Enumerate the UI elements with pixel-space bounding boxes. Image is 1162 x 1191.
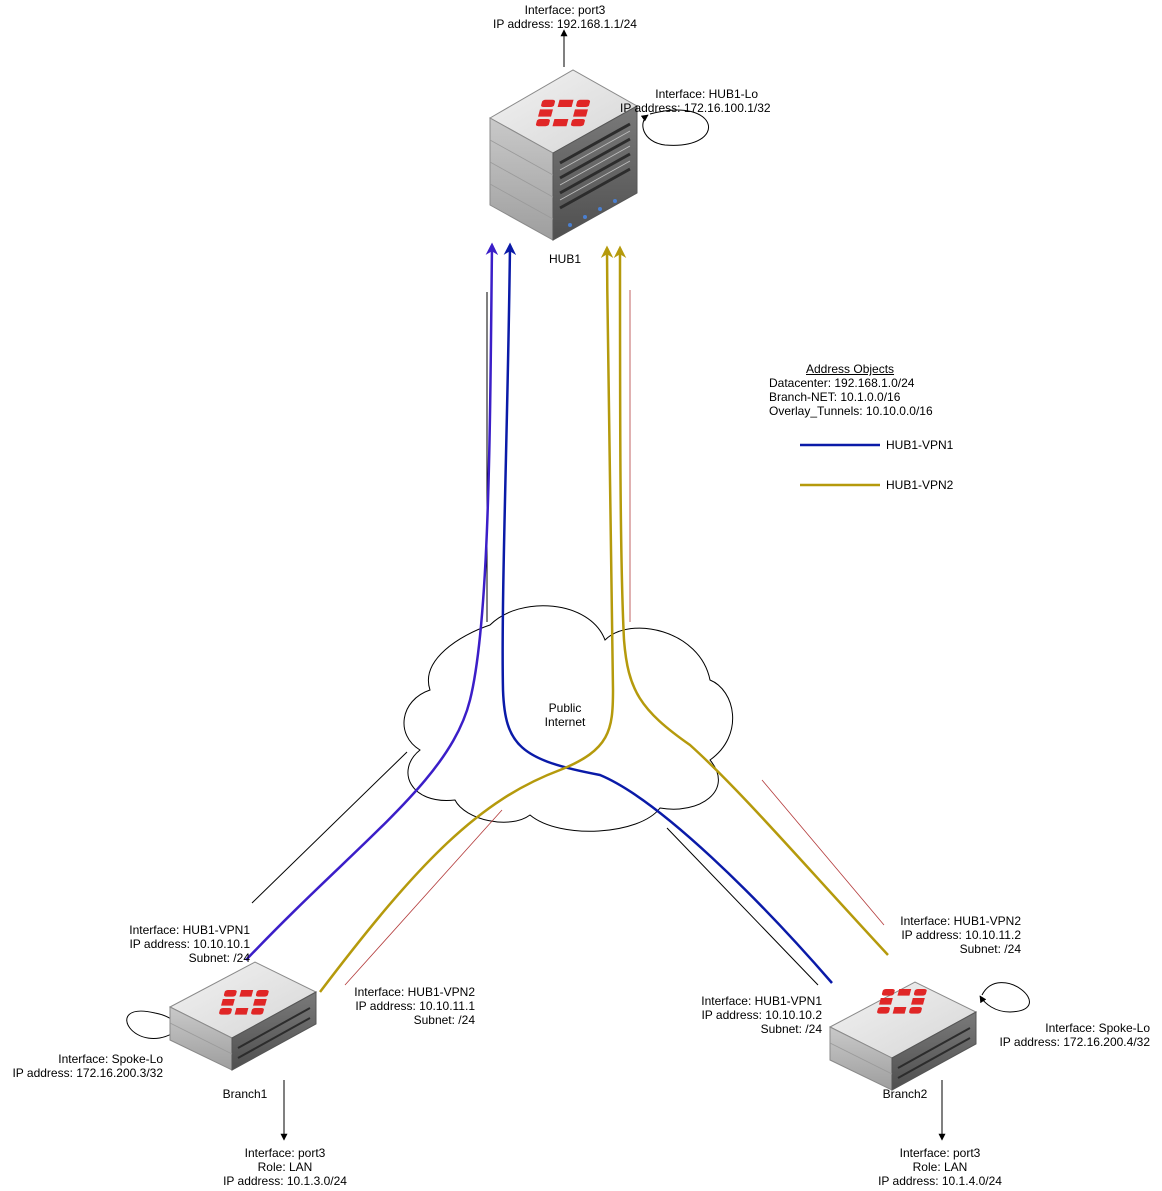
branch1-loopback-label: Interface: Spoke-Lo IP address: 172.16.2…: [5, 1052, 163, 1080]
hub-loopback-ip: IP address: 172.16.100.1/32: [620, 101, 771, 115]
cloud-label: Public Internet: [525, 701, 605, 729]
branch1-port3-role: Role: LAN: [257, 1160, 313, 1174]
hub1-device[interactable]: [488, 69, 639, 241]
branch1-vpn2-subnet: Subnet: /24: [413, 1013, 475, 1027]
hub-port3-label: Interface: port3 IP address: 192.168.1.1…: [480, 3, 650, 31]
hub-port3-ip: IP address: 192.168.1.1/24: [493, 17, 637, 31]
thin-black-lines: [251, 292, 819, 986]
branch1-name: Branch1: [222, 1087, 268, 1101]
branch1-vpn2-interface: Interface: HUB1-VPN2: [354, 985, 475, 999]
hub-loopback-loop: [640, 109, 709, 146]
branch2-vpn1-tunnel: [501, 242, 833, 984]
branch2-device[interactable]: [828, 981, 978, 1091]
branch2-vpn2-tunnel: [613, 245, 889, 956]
branch2-port3-label: Interface: port3 Role: LAN IP address: 1…: [855, 1146, 1025, 1188]
branch2-loopback-label: Interface: Spoke-Lo IP address: 172.16.2…: [990, 1021, 1150, 1049]
branch1-loopback-interface: Interface: Spoke-Lo: [58, 1052, 163, 1066]
branch2-vpn1-interface: Interface: HUB1-VPN1: [701, 994, 822, 1008]
cloud-label-line2: Internet: [544, 715, 586, 729]
branch1-loopback-ip: IP address: 172.16.200.3/32: [12, 1066, 163, 1080]
branch1-vpn1-label: Interface: HUB1-VPN1 IP address: 10.10.1…: [110, 923, 250, 965]
branch2-loopback-ip: IP address: 172.16.200.4/32: [999, 1035, 1150, 1049]
branch2-vpn2-ip: IP address: 10.10.11.2: [901, 928, 1021, 942]
address-object-branch-net: Branch-NET: 10.1.0.0/16: [769, 390, 901, 404]
branch2-loopback-loop: [979, 982, 1030, 1013]
address-objects-title: Address Objects: [806, 362, 895, 376]
legend-vpn2-label: HUB1-VPN2: [886, 478, 954, 492]
hub-port3-interface: Interface: port3: [524, 3, 606, 17]
legend-vpn1-label: HUB1-VPN1: [886, 438, 954, 452]
branch2-vpn2-interface: Interface: HUB1-VPN2: [900, 914, 1021, 928]
branch2-vpn1-label: Interface: HUB1-VPN1 IP address: 10.10.1…: [682, 994, 822, 1036]
branch2-vpn1-subnet: Subnet: /24: [760, 1022, 822, 1036]
address-object-overlay-tunnels: Overlay_Tunnels: 10.10.0.0/16: [769, 404, 933, 418]
branch1-port3-interface: Interface: port3: [244, 1146, 326, 1160]
hub-loopback-interface: Interface: HUB1-Lo: [655, 87, 758, 101]
address-objects-panel: Address Objects Datacenter: 192.168.1.0/…: [769, 362, 969, 418]
branch1-vpn1-tunnel: [245, 242, 499, 961]
branch2-name: Branch2: [882, 1087, 928, 1101]
thin-red-lines: [344, 290, 885, 986]
branch1-device[interactable]: [168, 961, 318, 1071]
branch2-vpn2-label: Interface: HUB1-VPN2 IP address: 10.10.1…: [881, 914, 1021, 956]
branch1-vpn1-subnet: Subnet: /24: [188, 951, 250, 965]
branch2-loopback-interface: Interface: Spoke-Lo: [1045, 1021, 1150, 1035]
branch1-port3-ip: IP address: 10.1.3.0/24: [223, 1174, 347, 1188]
branch1-vpn1-interface: Interface: HUB1-VPN1: [129, 923, 250, 937]
branch1-vpn2-ip: IP address: 10.10.11.1: [355, 999, 475, 1013]
branch1-port3-label: Interface: port3 Role: LAN IP address: 1…: [200, 1146, 370, 1188]
branch2-port3-role: Role: LAN: [912, 1160, 968, 1174]
hub1-name: HUB1: [548, 252, 581, 266]
cloud-label-line1: Public: [548, 701, 582, 715]
address-object-datacenter: Datacenter: 192.168.1.0/24: [769, 376, 915, 390]
branch1-vpn2-label: Interface: HUB1-VPN2 IP address: 10.10.1…: [335, 985, 475, 1027]
branch1-vpn2-tunnel: [319, 245, 615, 993]
branch2-port3-interface: Interface: port3: [899, 1146, 981, 1160]
branch2-vpn1-ip: IP address: 10.10.10.2: [701, 1008, 822, 1022]
branch2-port3-ip: IP address: 10.1.4.0/24: [878, 1174, 1002, 1188]
branch1-fortinet-logo-icon: [219, 989, 269, 1015]
branch2-vpn2-subnet: Subnet: /24: [959, 942, 1021, 956]
branch1-vpn1-ip: IP address: 10.10.10.1: [129, 937, 250, 951]
branch2-fortinet-logo-icon: [877, 988, 927, 1014]
hub-loopback-label: Interface: HUB1-Lo IP address: 172.16.10…: [620, 87, 771, 115]
hub1-fortinet-logo-icon: [535, 99, 591, 127]
public-internet-cloud: [403, 605, 734, 832]
